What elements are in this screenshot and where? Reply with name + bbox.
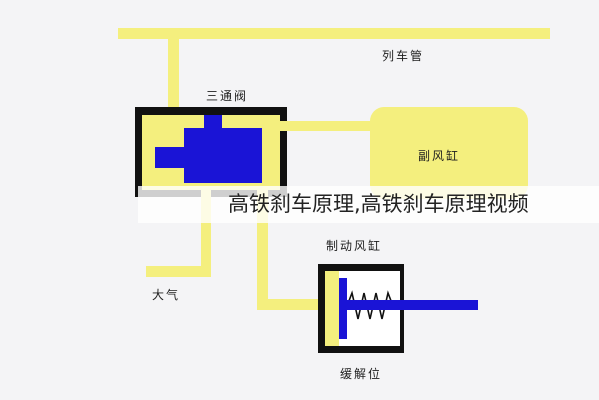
aux-reservoir	[370, 107, 528, 199]
exhaust-pipe-vertical	[201, 190, 211, 277]
caption-text: 高铁刹车原理,高铁刹车原理视频	[228, 192, 529, 216]
label-release-position: 缓解位	[340, 366, 382, 381]
caption-band	[138, 186, 599, 223]
triple-valve-piston	[155, 115, 262, 183]
label-brake-cylinder: 制动风缸	[326, 238, 382, 253]
label-triple-valve: 三通阀	[206, 89, 248, 103]
train-pipe-branch	[168, 28, 179, 130]
label-train-pipe: 列车管	[382, 48, 424, 63]
label-atmosphere: 大气	[152, 287, 180, 302]
cylinder-pipe-vertical	[257, 190, 268, 310]
brake-cylinder-air-space	[325, 271, 339, 346]
reservoir-pipe	[280, 121, 380, 131]
cylinder-pipe-horizontal	[257, 299, 323, 310]
exhaust-pipe-horizontal	[146, 266, 211, 277]
train-pipe	[118, 28, 550, 39]
brake-piston-rod	[343, 300, 478, 310]
label-aux-reservoir: 副风缸	[418, 148, 460, 163]
